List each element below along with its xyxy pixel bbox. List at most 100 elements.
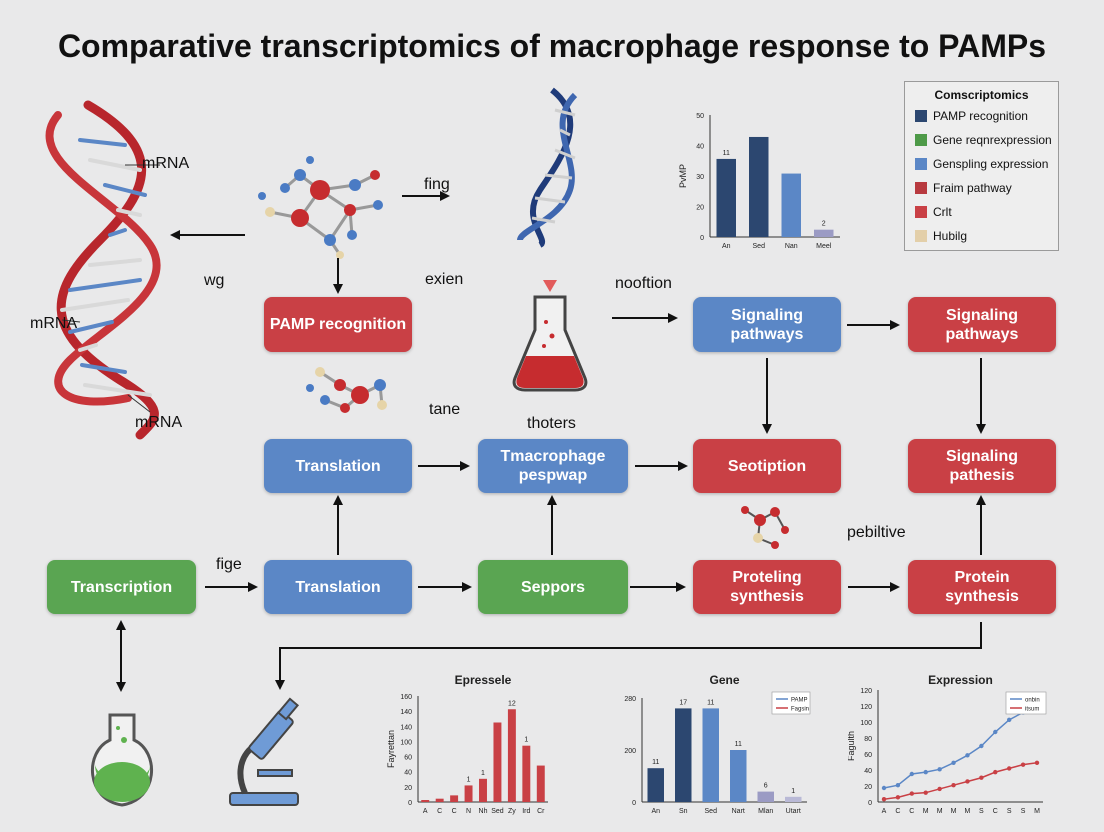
flow-label-pebiltive: pebiltive — [847, 524, 906, 541]
chart-point — [881, 797, 887, 802]
dna-label-top: mRNA — [142, 155, 190, 172]
chart-point — [1006, 717, 1012, 723]
chart-legend-label: PAMP — [791, 698, 808, 704]
legend-item-label: Fraim pathway — [933, 181, 1012, 195]
chart-bar — [479, 778, 487, 802]
chart-title: Expression — [928, 673, 993, 687]
chart-ylabel: Fagulth — [848, 731, 856, 761]
chart-xtick-label: C — [993, 808, 998, 815]
box-signaling-pathesis-label: Signaling pathesis — [946, 448, 1018, 484]
chart-xtick-label: C — [909, 808, 914, 815]
chart-bar — [749, 136, 769, 237]
chart-ytick-label: 40 — [404, 770, 412, 777]
chart-point — [965, 753, 970, 758]
chart-xtick-label: C — [895, 808, 900, 815]
chart-ytick-label: 40 — [696, 144, 704, 151]
chart-data-label: 11 — [707, 699, 714, 706]
chart-xtick-label: Sed — [753, 243, 766, 250]
legend-item: Genspling expression — [915, 156, 1048, 172]
legend-swatch — [915, 230, 927, 242]
dna-label-middle: mRNA — [30, 315, 78, 332]
box-macrophage: Tmacrophage pespwap — [478, 439, 628, 493]
chart-ytick-label: 100 — [400, 739, 412, 746]
box-seotiption: Seotiption — [693, 439, 841, 493]
chart-bar — [493, 722, 502, 802]
chart-legend-label: Fagsin — [791, 707, 809, 713]
chart-ytick-label: 80 — [864, 736, 872, 743]
flow-label-tane: tane — [429, 401, 461, 418]
chart-point — [895, 795, 901, 800]
chart-point — [923, 790, 928, 795]
chart-data-label: 1 — [524, 737, 528, 744]
chart-ytick-label: 200 — [624, 748, 636, 755]
chart-xtick-label: Zy — [508, 808, 516, 815]
legend-swatch — [915, 206, 927, 218]
chart-bar — [421, 800, 430, 802]
chart-point — [937, 767, 942, 772]
chart-bar — [450, 795, 459, 802]
chart-xtick-label: S — [979, 808, 984, 815]
chart-xtick-label: An — [651, 808, 660, 815]
legend-swatch — [915, 134, 927, 146]
chart-ytick-label: 280 — [624, 696, 636, 703]
chart-ytick-label: 20 — [404, 785, 412, 792]
chart-point — [1034, 760, 1040, 765]
chart-point — [979, 775, 984, 780]
chart-xtick-label: Cr — [537, 808, 545, 815]
chart-point — [951, 760, 956, 765]
legend-item-label: Crlt — [933, 205, 952, 219]
dna-helix-large-icon — [45, 100, 161, 440]
chart-xtick-label: Nart — [732, 808, 745, 815]
box-signaling-pathways-2: Signaling pathways — [908, 297, 1056, 352]
box-signaling-pathways-1-label: Signaling pathways — [730, 306, 804, 343]
chart-xtick-label: Sn — [679, 808, 688, 815]
chart-data-label: 1 — [791, 788, 795, 795]
chart-point — [1006, 766, 1012, 771]
molecule-tiny-icon — [741, 506, 789, 549]
chart-xtick-label: Sed — [491, 808, 504, 815]
chart-xtick-label: A — [423, 808, 428, 815]
chart-point — [993, 729, 998, 735]
chart-point — [909, 771, 915, 777]
box-signaling-pathways-2-label: Signaling pathways — [945, 306, 1019, 343]
chart-xtick-label: Nh — [479, 808, 488, 815]
box-pamp-recognition: PAMP recognition — [264, 297, 412, 352]
chart-ytick-label: 20 — [696, 205, 704, 212]
chart-point — [881, 785, 887, 791]
box-proteling-synthesis-label: Proteling synthesis — [730, 569, 804, 605]
flow-label-thoters: thoters — [527, 415, 576, 432]
chart-bar — [702, 708, 719, 802]
chart-point — [979, 743, 984, 749]
chart-ylabel: Fayrettan — [386, 730, 396, 768]
chart-ytick-label: 0 — [700, 235, 704, 242]
box-seotiption-label: Seotiption — [727, 457, 807, 475]
chart-xtick-label: C — [452, 808, 457, 815]
box-protein-synthesis: Protein synthesis — [908, 560, 1056, 614]
chart-point — [951, 783, 956, 788]
chart-series-line — [883, 762, 1038, 800]
chart-xtick-label: Utart — [786, 808, 801, 815]
flow-label-wg: wg — [204, 272, 225, 289]
box-seppors: Seppors — [478, 560, 628, 614]
chart-series-line — [883, 705, 1038, 789]
chart-bar — [435, 798, 444, 802]
chart-bar — [675, 708, 692, 802]
legend-item: Gene reqnrexpression — [915, 132, 1052, 148]
chart-bar — [814, 229, 834, 237]
chart-title: Epressele — [455, 673, 512, 687]
chart-data-label: 11 — [735, 741, 742, 748]
chart-xtick-label: Ird — [522, 808, 530, 815]
chart-point — [909, 791, 915, 796]
chart-data-label: 6 — [764, 783, 768, 790]
flow-label-fing: fing — [424, 176, 450, 193]
dna-label-bottom: mRNA — [135, 414, 183, 431]
chart-xtick-label: Sed — [705, 808, 718, 815]
chart-xtick-label: M — [1034, 808, 1040, 815]
chart-legend-label: itsum — [1025, 707, 1039, 713]
box-translation-upper: Translation — [264, 439, 412, 493]
chart-point — [895, 783, 901, 788]
box-translation-lower-label: Translation — [295, 578, 381, 596]
flow-label-exien: exien — [425, 271, 464, 288]
